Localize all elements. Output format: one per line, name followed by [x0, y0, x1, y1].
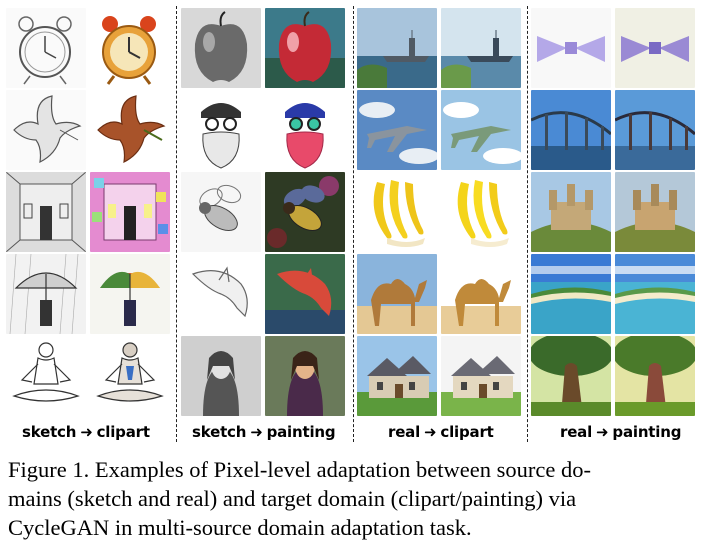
dolphin-painting-image — [265, 254, 345, 334]
house-real-image — [357, 336, 437, 416]
bow-tie-painting-image — [615, 8, 695, 88]
group-sketch-to-painting — [181, 8, 349, 416]
bananas-real-image — [357, 172, 437, 252]
caption-line: mains (sketch and real) and target domai… — [8, 486, 577, 511]
caption-line: CycleGAN in multi-source domain adaptati… — [8, 515, 472, 540]
house-clipart-image — [441, 336, 521, 416]
group-label-real-to-painting: real➜painting — [560, 423, 681, 441]
fighter-jet-real-image — [357, 90, 437, 170]
arrow-icon: ➜ — [424, 423, 437, 441]
bananas-clipart-image — [441, 172, 521, 252]
bearded-man-sketch-image — [181, 90, 261, 170]
label-source: sketch — [22, 423, 77, 441]
apple-sketch-image — [181, 8, 261, 88]
label-source: real — [560, 423, 593, 441]
camel-clipart-image — [441, 254, 521, 334]
apple-painting-image — [265, 8, 345, 88]
label-target: painting — [266, 423, 336, 441]
aircraft-carrier-real-image — [357, 8, 437, 88]
bee-painting-image — [265, 172, 345, 252]
label-target: clipart — [440, 423, 494, 441]
figure-caption: Figure 1. Examples of Pixel-level adapta… — [8, 455, 698, 542]
umbrella-figure-sketch-image — [6, 254, 86, 334]
label-target: clipart — [96, 423, 150, 441]
arrow-icon: ➜ — [80, 423, 93, 441]
castle-painting-image — [615, 172, 695, 252]
beach-painting-image — [615, 254, 695, 334]
umbrella-figure-clipart-image — [90, 254, 170, 334]
group-label-sketch-to-painting: sketch➜painting — [192, 423, 336, 441]
arrow-icon: ➜ — [250, 423, 263, 441]
group-label-sketch-to-clipart: sketch➜clipart — [22, 423, 150, 441]
group-real-to-painting — [531, 8, 699, 416]
caption-line: Figure 1. Examples of Pixel-level adapta… — [8, 457, 591, 482]
bridge-real-image — [531, 90, 611, 170]
castle-real-image — [531, 172, 611, 252]
mona-lisa-sketch-image — [181, 336, 261, 416]
room-sketch-image — [6, 172, 86, 252]
meditating-figure-sketch-image — [6, 336, 86, 416]
group-label-real-to-clipart: real➜clipart — [388, 423, 494, 441]
group-real-to-clipart — [357, 8, 525, 416]
camel-real-image — [357, 254, 437, 334]
beach-real-image — [531, 254, 611, 334]
aircraft-carrier-clipart-image — [441, 8, 521, 88]
mona-lisa-painting-image — [265, 336, 345, 416]
tree-real-image — [531, 336, 611, 416]
fighter-jet-clipart-image — [441, 90, 521, 170]
dove-sketch-image — [6, 90, 86, 170]
alarm-clock-clipart-image — [90, 8, 170, 88]
bridge-painting-image — [615, 90, 695, 170]
group-sketch-to-clipart — [6, 8, 174, 416]
bee-sketch-image — [181, 172, 261, 252]
dolphin-sketch-image — [181, 254, 261, 334]
label-target: painting — [612, 423, 682, 441]
group-divider — [527, 6, 528, 442]
bearded-man-painting-image — [265, 90, 345, 170]
room-clipart-image — [90, 172, 170, 252]
label-source: sketch — [192, 423, 247, 441]
alarm-clock-sketch-image — [6, 8, 86, 88]
arrow-icon: ➜ — [596, 423, 609, 441]
group-divider — [176, 6, 177, 442]
bow-tie-real-image — [531, 8, 611, 88]
figure: sketch➜clipart sketch➜painting real➜clip… — [6, 6, 699, 442]
dove-clipart-image — [90, 90, 170, 170]
tree-painting-image — [615, 336, 695, 416]
meditating-figure-clipart-image — [90, 336, 170, 416]
group-divider — [353, 6, 354, 442]
label-source: real — [388, 423, 421, 441]
